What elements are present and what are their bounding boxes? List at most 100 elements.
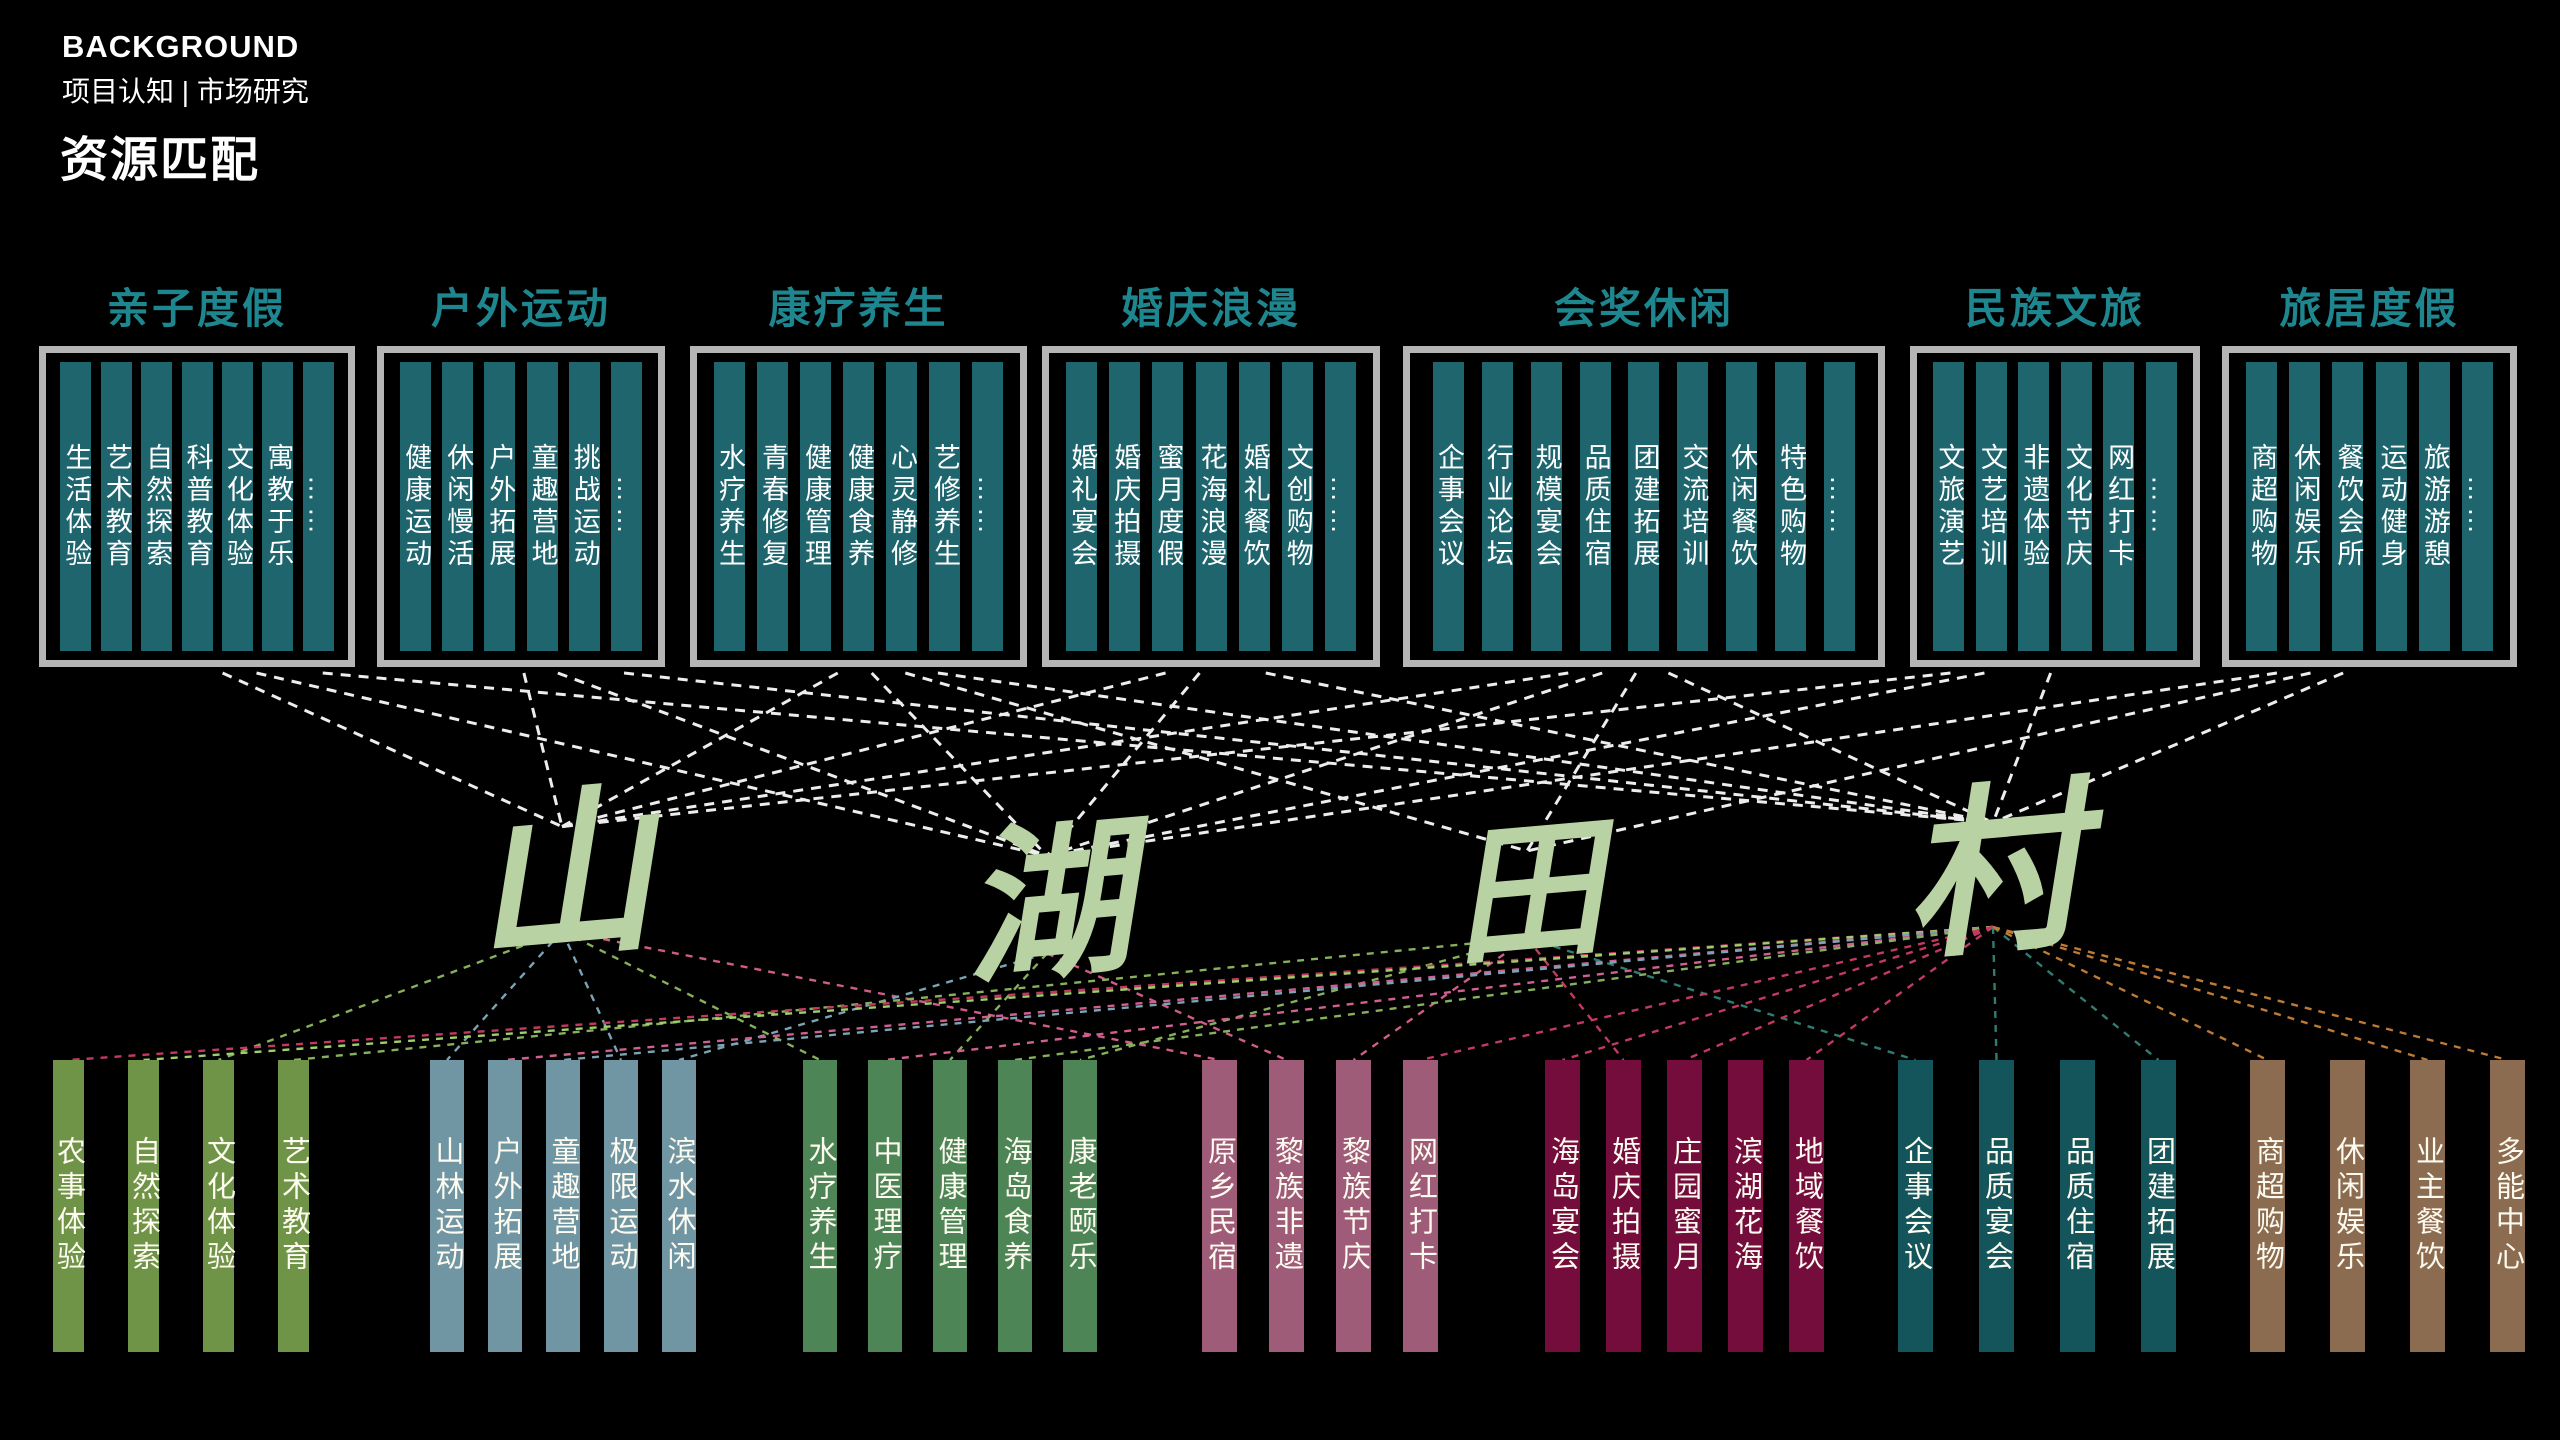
category-item-label: 文艺培训: [1976, 442, 2007, 571]
resource-bar: 业主餐饮: [2410, 1060, 2445, 1352]
resource-bar-label: 农事体验: [52, 1136, 85, 1276]
category-item-label: ……: [1325, 474, 1356, 539]
calligraphy-char-tian: 田: [1444, 798, 1610, 988]
category-box: 文旅演艺文艺培训非遗体验文化节庆网红打卡 ……: [1910, 346, 2200, 667]
category-item-label: 特色购物: [1776, 442, 1807, 571]
resource-bar-label: 海岛宴会: [1546, 1136, 1579, 1276]
resource-bar: 原乡民宿: [1202, 1060, 1237, 1352]
resource-bar: 海岛宴会: [1545, 1060, 1580, 1352]
connection-line: [937, 671, 1994, 825]
category-2: 户外运动健康运动休闲慢活户外拓展童趣营地挑战运动……: [377, 272, 665, 667]
resource-bar-label: 滨湖花海: [1729, 1136, 1762, 1276]
category-item-label: ……: [1825, 474, 1856, 539]
resource-bar: 童趣营地: [546, 1060, 580, 1352]
category-item-label: 交流培训: [1678, 442, 1709, 571]
category-item-label: 运动健身: [2376, 442, 2407, 571]
category-box: 水疗养生青春修复健康管理健康食养心灵静修艺修养生……: [690, 346, 1027, 667]
category-item-label: 文化体验: [222, 442, 253, 571]
category-box: 生活体验艺术教育自然探索科普教育文化体验寓教于乐……: [39, 346, 355, 667]
category-item-bar: 网红打卡: [2103, 362, 2135, 651]
category-item-bar: 水疗养生: [714, 362, 745, 651]
category-item-label: 团建拓展: [1629, 442, 1660, 571]
category-item-label: 文旅演艺: [1934, 442, 1965, 571]
category-item-label: 心灵静修: [887, 442, 917, 571]
category-item-bar: 艺术教育: [100, 362, 132, 651]
resource-bar-label: 品质住宿: [2061, 1136, 2094, 1276]
resource-bar: 黎族节庆: [1336, 1060, 1371, 1352]
category-item-bar: 餐饮会所: [2332, 362, 2364, 651]
connection-line: [1562, 925, 1994, 1062]
resource-bar-label: 户外拓展: [489, 1136, 521, 1276]
category-item-bar: 文化节庆: [2060, 362, 2092, 651]
resource-bar: 水疗养生: [803, 1060, 837, 1352]
connection-line: [561, 929, 821, 1062]
connection-line: [504, 925, 1994, 1062]
category-item-bar: 自然探索: [141, 362, 173, 651]
connection-line: [1805, 926, 1994, 1061]
connection-line: [1046, 952, 1287, 1062]
connection-line: [1992, 925, 2428, 1062]
resource-bar-label: 海岛食养: [999, 1136, 1031, 1276]
category-item-bar: 挑战运动: [568, 362, 600, 651]
category-item-label: 蜜月度假: [1153, 442, 1184, 571]
category-item-label: 青春修复: [758, 442, 788, 571]
resource-bar: 网红打卡: [1403, 1060, 1438, 1352]
category-item-bar: 休闲餐饮: [1726, 362, 1758, 651]
connection-line: [1991, 672, 2053, 824]
resource-bar-label: 水疗养生: [804, 1136, 836, 1276]
category-item-label: 水疗养生: [715, 442, 745, 571]
resource-bar: 婚庆拍摄: [1606, 1060, 1641, 1352]
resource-bar: 商超购物: [2250, 1060, 2285, 1352]
page-title: 资源匹配: [60, 134, 261, 187]
resource-bar: 健康管理: [933, 1060, 967, 1352]
category-item-bar: ……: [2145, 362, 2177, 651]
category-4: 婚庆浪漫婚礼宴会婚庆拍摄蜜月度假花海浪漫婚礼餐饮文创购物……: [1042, 272, 1380, 667]
resource-bar-label: 黎族非遗: [1270, 1136, 1303, 1276]
category-item-bar: ……: [2461, 362, 2493, 651]
resource-bar-label: 文化体验: [202, 1136, 235, 1276]
category-item-bar: 运动健身: [2375, 362, 2407, 651]
category-item-bar: 非遗体验: [2018, 362, 2050, 651]
category-item-bar: 科普教育: [181, 362, 213, 651]
resource-bar: 滨湖花海: [1728, 1060, 1763, 1352]
connection-line: [1992, 671, 2344, 824]
connection-line: [1667, 671, 1994, 824]
resource-bar: 滨水休闲: [662, 1060, 696, 1352]
category-box: 健康运动休闲慢活户外拓展童趣营地挑战运动……: [377, 346, 665, 667]
resource-bar: 山林运动: [430, 1060, 464, 1352]
category-item-label: 户外拓展: [485, 442, 516, 571]
category-item-bar: 商超购物: [2246, 362, 2278, 651]
resource-bar: 企事会议: [1898, 1060, 1933, 1352]
category-item-label: 婚礼餐饮: [1239, 442, 1270, 571]
resource-bar-label: 原乡民宿: [1203, 1136, 1236, 1276]
category-item-label: ……: [611, 474, 642, 539]
category-item-bar: 寓教于乐: [262, 362, 294, 651]
resource-bar: 农事体验: [52, 1060, 85, 1352]
calligraphy-char-hu: 湖: [954, 797, 1140, 1009]
category-item-bar: 生活体验: [60, 362, 92, 651]
category-item-label: ……: [2146, 474, 2177, 539]
resource-bar: 海岛食养: [998, 1060, 1032, 1352]
resource-bar-label: 庄园蜜月: [1668, 1136, 1701, 1276]
connection-line: [557, 671, 1048, 858]
category-item-label: 网红打卡: [2104, 442, 2135, 571]
resource-bar-label: 山林运动: [431, 1136, 463, 1276]
resource-bar-label: 童趣营地: [547, 1136, 579, 1276]
category-item-label: 商超购物: [2247, 442, 2278, 571]
connection-line: [1046, 671, 2278, 858]
category-item-label: 旅游游憩: [2419, 442, 2450, 571]
category-item-bar: ……: [302, 362, 334, 651]
connection-line: [322, 671, 1994, 825]
resource-bar: 品质宴会: [1979, 1060, 2014, 1352]
resource-bar: 庄园蜜月: [1667, 1060, 1702, 1352]
category-item-bar: 婚庆拍摄: [1109, 362, 1141, 651]
connection-line: [1046, 671, 1603, 858]
calligraphy-char-cun: 村: [1894, 759, 2092, 986]
category-6: 民族文旅文旅演艺文艺培训非遗体验文化节庆网红打卡……: [1910, 272, 2200, 667]
connection-line: [256, 671, 1048, 858]
category-item-bar: 规模宴会: [1530, 362, 1562, 651]
category-item-bar: 行业论坛: [1481, 362, 1513, 651]
category-box: 商超购物休闲娱乐餐饮会所运动健身旅游游憩……: [2222, 346, 2517, 667]
connection-line: [143, 925, 1994, 1062]
